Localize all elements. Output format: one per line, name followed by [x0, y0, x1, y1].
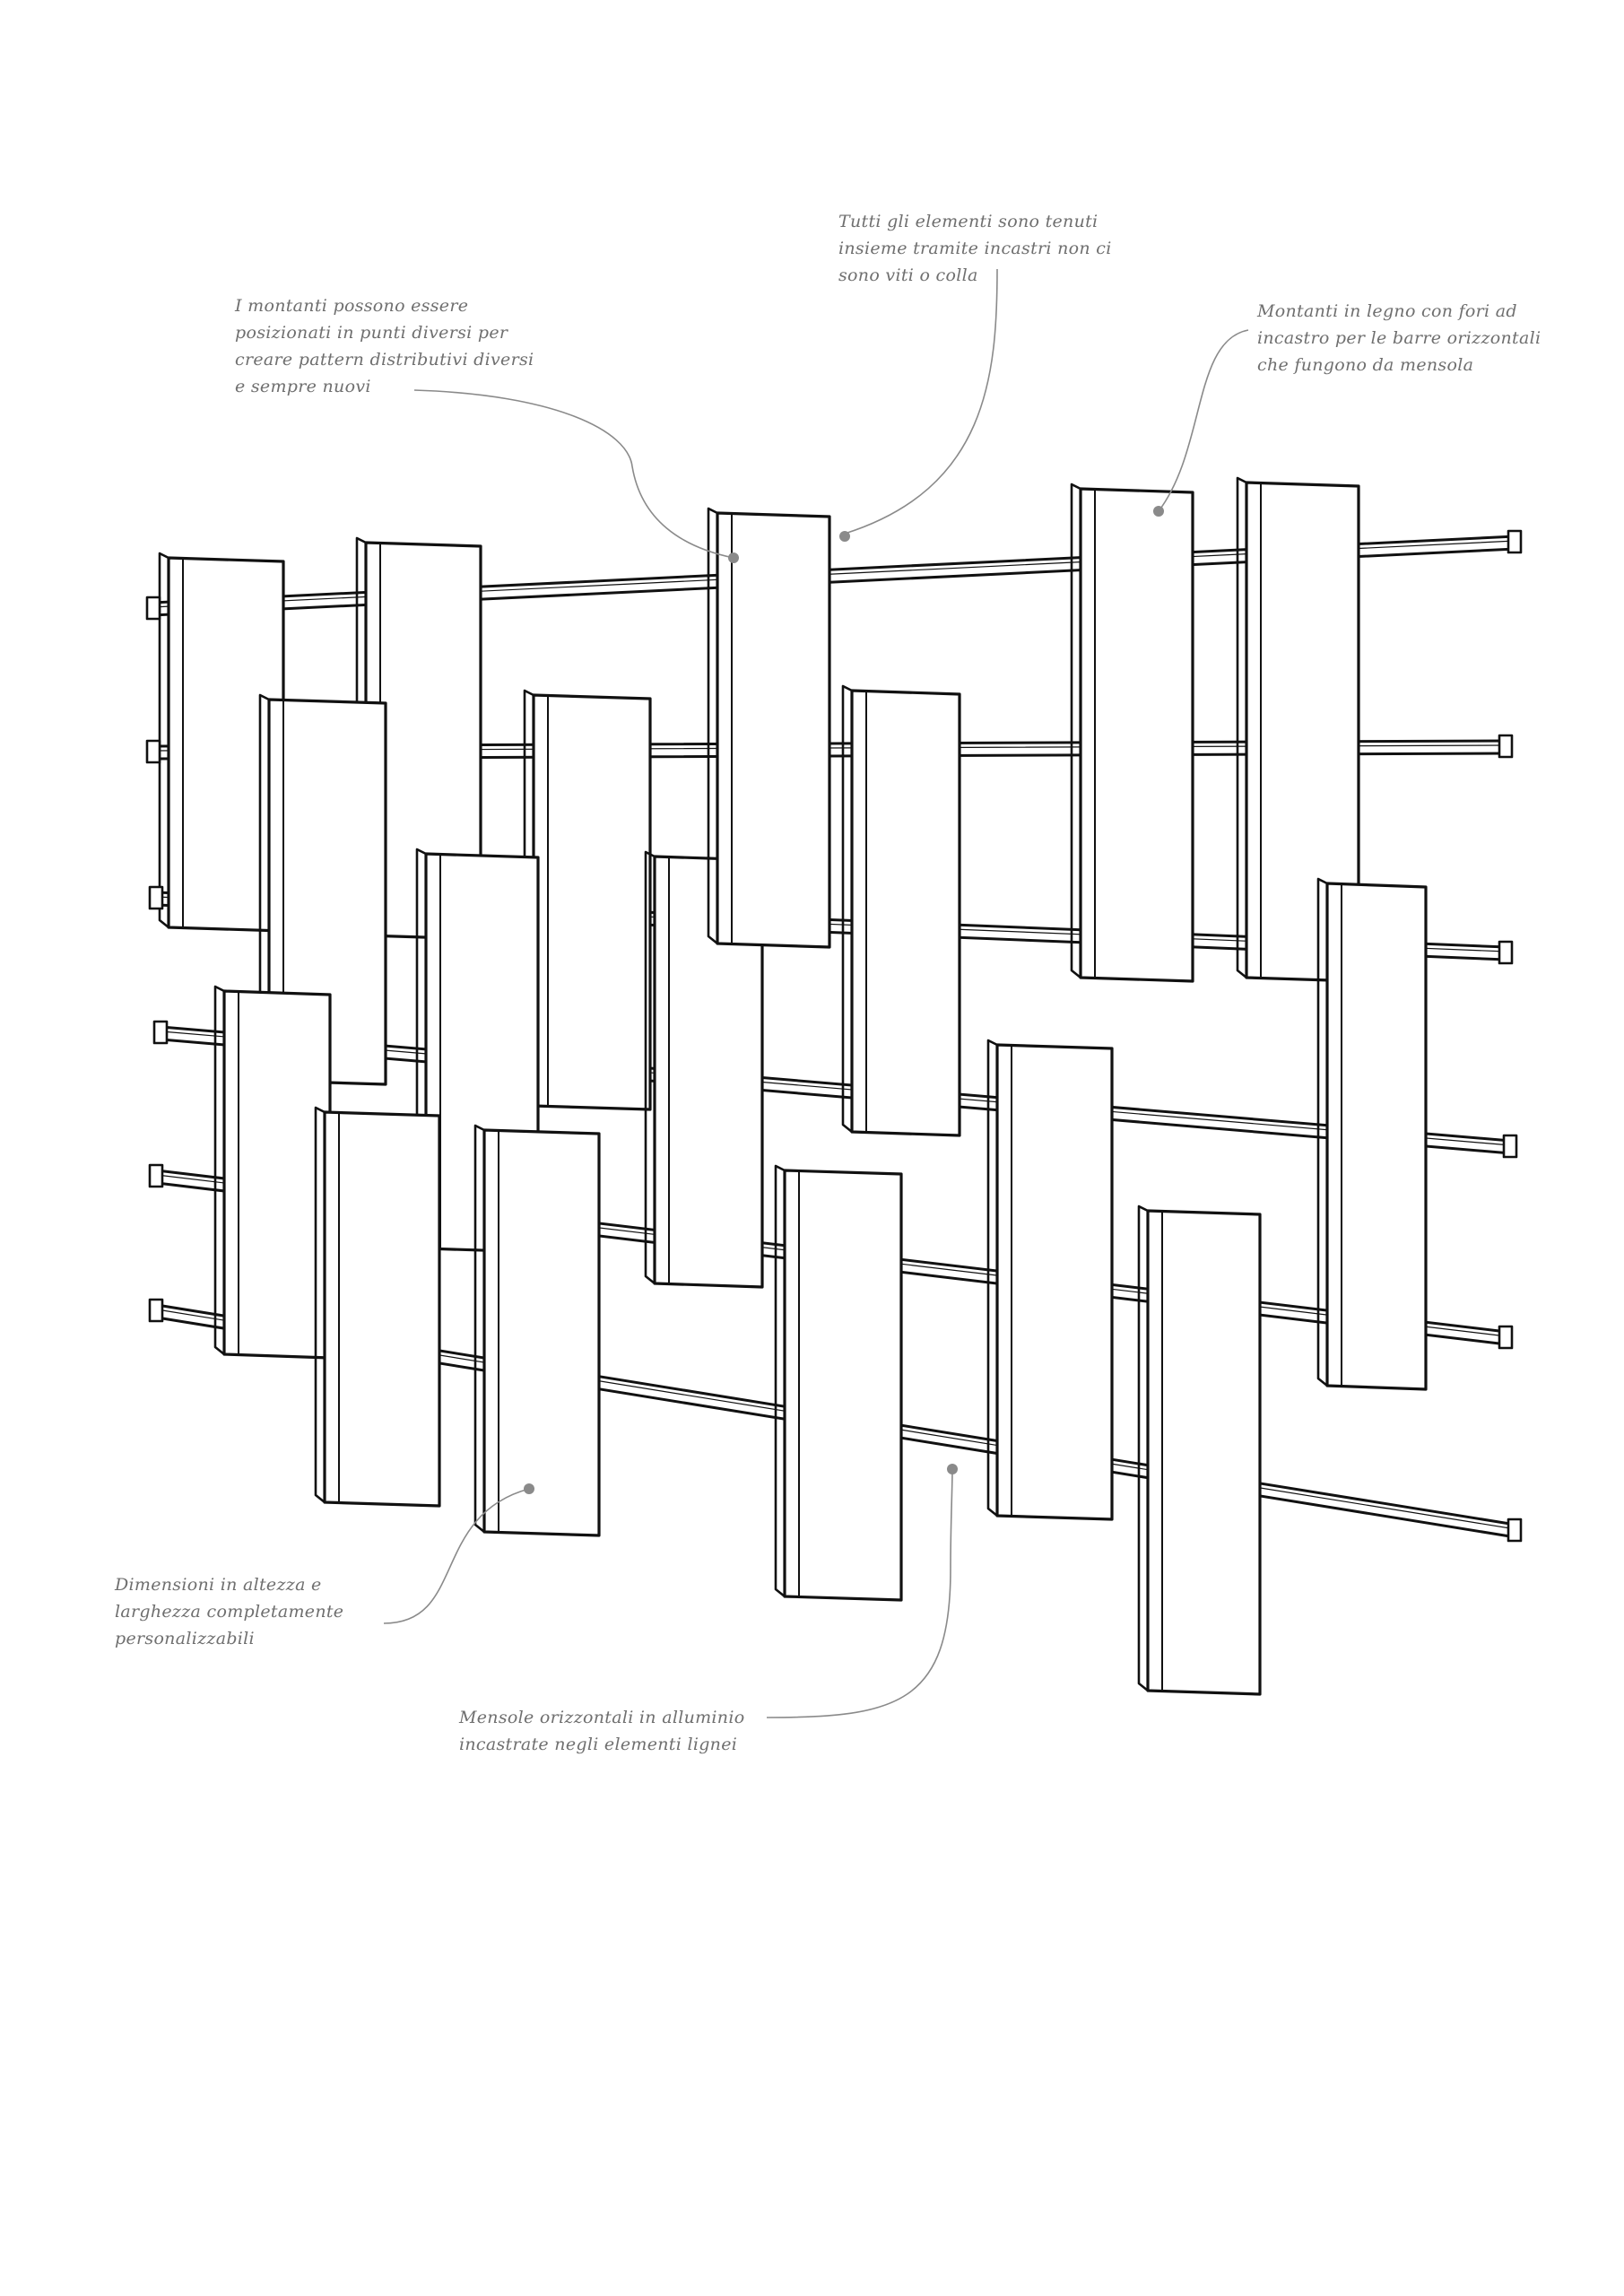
- wood-upright-11: [783, 1169, 903, 1602]
- wood-upright-3: [222, 989, 332, 1360]
- wood-upright-side-6: [314, 1106, 326, 1504]
- wood-upright-side-11: [774, 1164, 786, 1598]
- wood-upright-side-16: [1137, 1205, 1150, 1692]
- wood-upright-side-13: [986, 1039, 999, 1518]
- wood-upright-10: [850, 689, 961, 1137]
- wood-upright-side-15: [1316, 877, 1329, 1387]
- wood-upright-15: [1325, 882, 1428, 1391]
- wood-upright-9: [716, 511, 831, 949]
- bar-end-profile-9: [1502, 1134, 1518, 1159]
- bar-end-profile-4: [148, 1163, 164, 1188]
- leader-line-3: [383, 1488, 530, 1624]
- wood-upright-side-12: [1070, 483, 1082, 979]
- wood-upright-side-7: [473, 1124, 486, 1534]
- leader-line-4: [766, 1468, 953, 1718]
- leader-dot-1: [728, 552, 739, 563]
- bar-end-profile-11: [1507, 1518, 1523, 1543]
- bar-end-profile-5: [148, 1298, 164, 1323]
- bar-end-profile-6: [1507, 529, 1523, 554]
- wood-upright-side-3: [213, 985, 226, 1356]
- bar-end-profile-7: [1498, 734, 1514, 759]
- leader-line-2: [1158, 329, 1249, 512]
- shelving-structure: [145, 476, 1523, 1696]
- annotation-aluminium-shelves: Mensole orizzontali in alluminio incastr…: [459, 1708, 745, 1754]
- leader-dot-3: [524, 1483, 534, 1494]
- leader-dot-0: [839, 531, 850, 542]
- wood-upright-2: [267, 698, 387, 1086]
- wood-upright-0: [167, 556, 285, 933]
- bar-end-profile-2: [148, 885, 164, 910]
- wood-upright-side-8: [644, 850, 656, 1285]
- annotation-wood-uprights: Montanti in legno con fori ad incastro p…: [1257, 301, 1541, 375]
- wood-upright-12: [1079, 487, 1194, 983]
- wood-upright-side-9: [707, 507, 719, 945]
- leader-line-0: [844, 268, 998, 535]
- bar-end-profile-3: [152, 1020, 169, 1045]
- bar-end-profile-0: [145, 596, 161, 621]
- wood-upright-6: [323, 1110, 441, 1508]
- wood-upright-16: [1146, 1209, 1262, 1696]
- leader-dot-2: [1153, 506, 1164, 517]
- bar-end-profile-8: [1498, 940, 1514, 965]
- wood-upright-side-14: [1236, 476, 1248, 979]
- wood-upright-side-0: [158, 552, 170, 929]
- annotation-uprights-position: I montanti possono essere posizionati in…: [235, 296, 534, 396]
- annotation-joints: Tutti gli elementi sono tenuti insieme t…: [838, 212, 1112, 285]
- wood-upright-side-10: [841, 684, 854, 1134]
- wood-upright-7: [482, 1128, 601, 1537]
- annotation-leaders: [383, 268, 1249, 1718]
- wood-upright-13: [995, 1043, 1114, 1521]
- leader-dot-4: [947, 1464, 958, 1474]
- annotation-dimensions: Dimensioni in altezza e larghezza comple…: [115, 1575, 344, 1648]
- leader-line-1: [413, 389, 734, 559]
- bar-end-profile-1: [145, 739, 161, 764]
- bar-end-profile-10: [1498, 1325, 1514, 1350]
- wood-upright-4: [532, 693, 652, 1111]
